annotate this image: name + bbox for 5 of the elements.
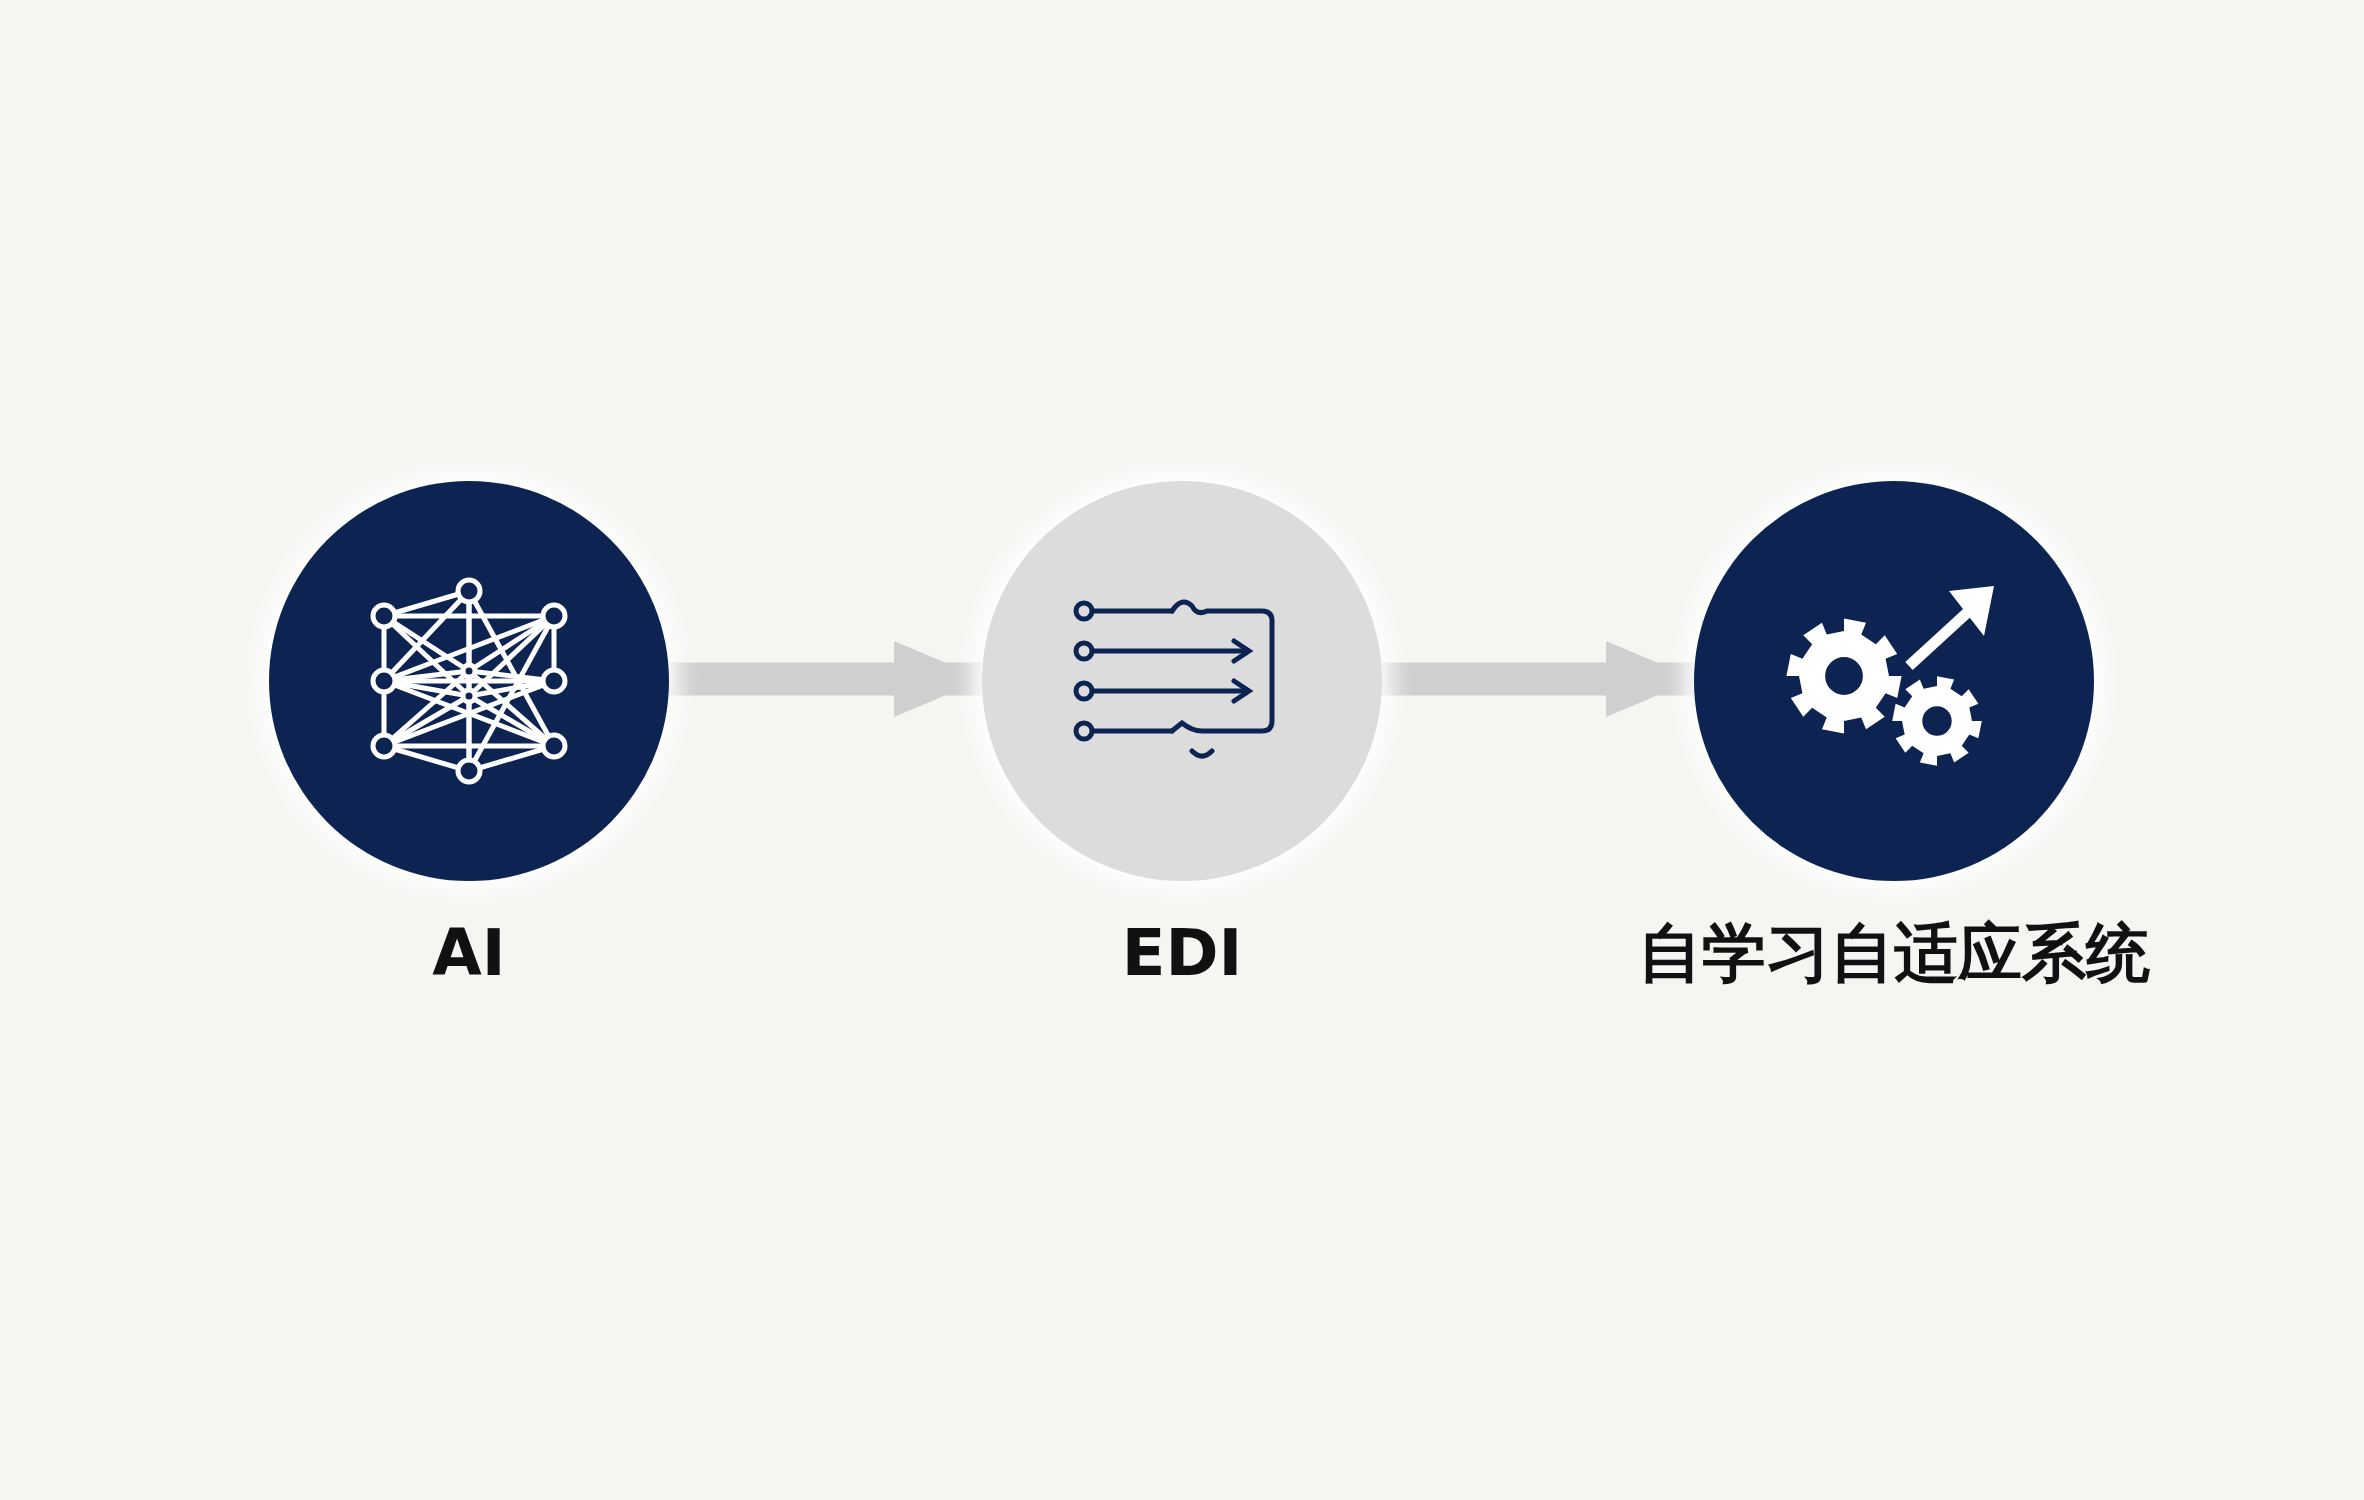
node-label: EDI	[1120, 921, 1244, 985]
arrow	[669, 641, 984, 717]
arrow	[1382, 641, 1696, 717]
node-label: 自学习自适应系统	[1637, 921, 2151, 985]
node-label: AI	[431, 921, 507, 985]
